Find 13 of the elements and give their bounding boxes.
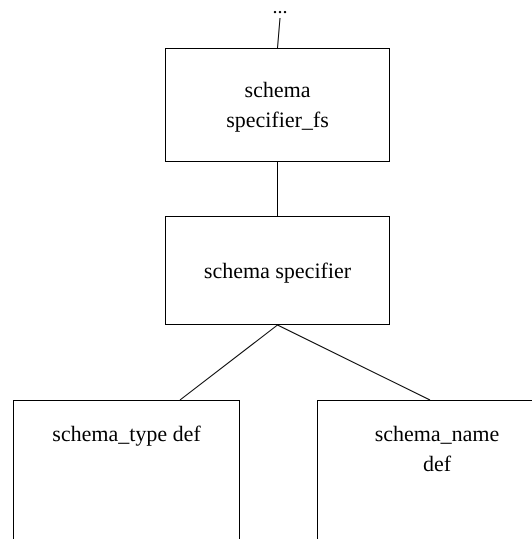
node-label: ... [272,0,288,14]
tree-node-box [317,400,532,539]
node-label: schema_type def [52,420,202,448]
tree-node-box [165,48,390,162]
node-label: schema specifier_fs [225,76,330,134]
node-label: schema specifier [202,256,352,285]
connector-line [277,324,430,400]
tree-node-box [165,216,390,325]
connector-line [180,324,278,400]
node-label: schema_name def [374,420,500,478]
connector-line [277,18,280,48]
tree-node-box [13,400,240,539]
connector-line [277,162,278,216]
